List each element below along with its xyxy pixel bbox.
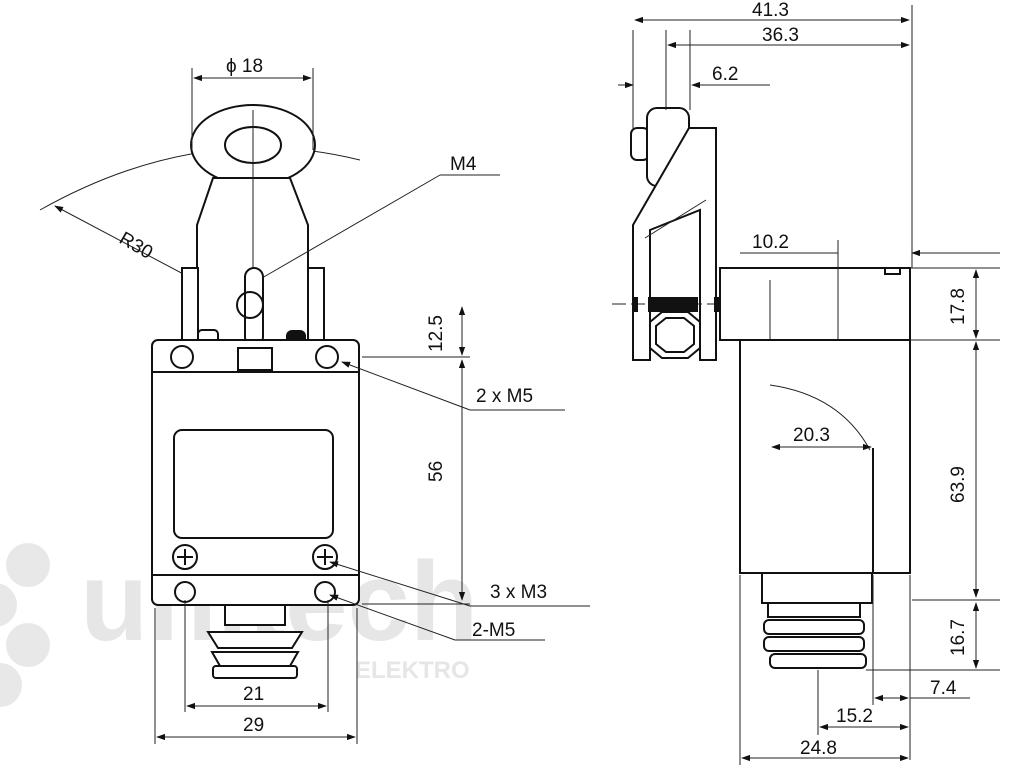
terminal-leader [329,561,471,607]
conduit-hole-right [314,581,336,603]
dim-20-3-label: 20.3 [793,425,830,446]
dim-41-3-label: 41.3 [752,0,789,21]
terminal-label: 3 x M3 [490,582,547,603]
dim-17-8-label: 17.8 [948,288,969,325]
dim-56-label: 56 [426,461,447,482]
bracket-left [181,267,199,344]
head-slot [237,347,273,371]
mount-holes-leader [341,361,471,411]
dim-phi18-label: ϕ 18 [226,56,263,77]
dim-6-2-label: 6.2 [712,64,738,85]
cable-gland [206,604,304,679]
watermark-logo-icon [0,543,50,707]
cover-window [173,429,334,539]
dim-29-label: 29 [243,715,264,736]
dim-7-4-label: 7.4 [930,678,957,699]
mount-hole-left [170,345,194,369]
mount-hole-right [315,345,339,369]
dim-15-2-label: 15.2 [836,706,873,727]
dim-63-9-label: 63.9 [948,466,969,503]
lever-side-inner [644,199,707,239]
head-notch [884,267,901,275]
shaft-mark [632,297,638,312]
arc-line [769,384,871,451]
switch-body [151,339,360,606]
shaft-collar [648,297,698,312]
lever-slot [244,267,264,347]
hex-nut-inner [655,317,695,353]
dim-36-3-label: 36.3 [762,25,799,46]
shaft-mark [714,297,720,312]
dim-21-label: 21 [243,684,264,705]
side-view: 41.3 36.3 6.2 10.2 17.8 63.9 20.3 16.7 [612,0,1000,765]
radius-label: R30 [116,228,157,264]
watermark-sub: ELEKTRO [355,657,470,684]
terminal-screw-left-icon [172,544,198,570]
bracket-right [307,267,325,344]
lever-pivot [236,291,264,319]
cable-gland-side [763,602,867,669]
front-view: R30 [39,56,590,744]
dim-16-7-label: 16.7 [948,619,969,656]
m4-leader [261,174,441,279]
head-block [719,267,911,341]
lever-side [632,127,717,361]
conduit-label: 2-M5 [472,620,515,641]
conduit-leader [329,594,456,641]
terminal-screw-right-icon [312,544,338,570]
dim-24-8-label: 24.8 [800,738,837,759]
side-body [739,339,911,574]
dim-12-5-label: 12.5 [426,315,447,352]
mount-holes-label: 2 x M5 [476,386,533,407]
side-bottom [761,572,873,604]
m4-label: M4 [450,154,477,175]
dim-10-2-label: 10.2 [752,232,789,253]
